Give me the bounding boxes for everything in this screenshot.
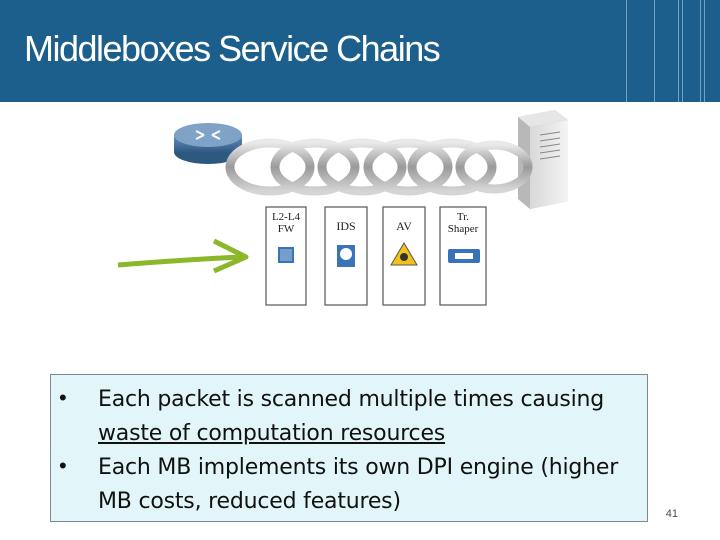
bullet-2-line2: MB costs, reduced features) — [98, 489, 401, 514]
bullet-item-2: Each MB implements its own DPI engine (h… — [98, 451, 646, 519]
fw-label: L2-L4 FW — [268, 211, 304, 235]
server-icon — [518, 110, 568, 209]
header-decoration — [620, 0, 720, 102]
service-chain-diagram: L2-L4 FW IDS AV Tr. Shaper — [100, 105, 590, 320]
bullet-box: • Each packet is scanned multiple times … — [50, 374, 648, 522]
router-icon — [174, 123, 242, 164]
middlebox-shaper — [439, 206, 487, 306]
bullet-1-line2: waste of computation resources — [98, 421, 446, 446]
middlebox-av — [382, 206, 426, 306]
ids-label: IDS — [336, 219, 356, 233]
bullet-1-line1: Each packet is scanned multiple times ca… — [98, 387, 605, 412]
traffic-arrow-icon — [117, 238, 249, 274]
av-label: AV — [396, 219, 412, 233]
fw-label-line1: L2-L4 — [271, 211, 301, 223]
bullet-2-line1: Each MB implements its own DPI engine (h… — [98, 455, 619, 480]
slide-number: 41 — [665, 508, 678, 520]
bullet-marker-2: • — [59, 453, 67, 478]
bullet-item-1: Each packet is scanned multiple times ca… — [98, 383, 646, 451]
slide-title: Middleboxes Service Chains — [24, 28, 441, 69]
diagram-svg — [117, 110, 568, 306]
fw-label-line2: FW — [277, 223, 295, 235]
bullet-marker-1: • — [59, 385, 67, 410]
shaper-label: Tr. Shaper — [442, 211, 484, 235]
slide-header: Middleboxes Service Chains — [0, 0, 720, 102]
shaper-label-line1: Tr. — [456, 211, 470, 223]
middlebox-fw — [265, 206, 307, 306]
middlebox-ids — [324, 206, 368, 306]
shaper-label-line2: Shaper — [447, 223, 479, 235]
chain-icon — [225, 138, 533, 196]
